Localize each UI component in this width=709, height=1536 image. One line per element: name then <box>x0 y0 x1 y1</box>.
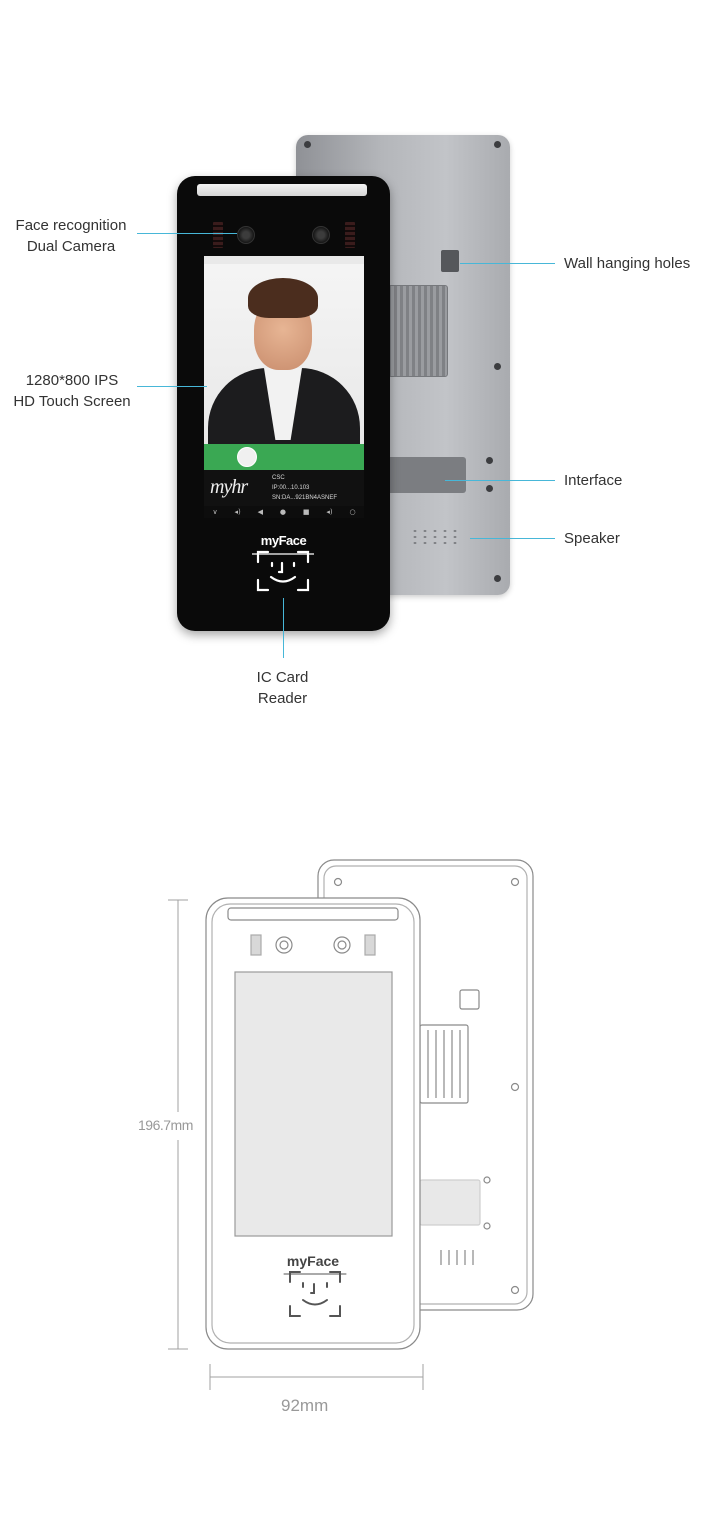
drawing-screen <box>234 971 393 1237</box>
callout-wall-holes-label: Wall hanging holes <box>564 255 691 272</box>
callout-camera-label: Face recognition Dual Camera <box>7 215 135 257</box>
callout-camera-leader <box>137 233 237 234</box>
device-brand-logo: myFace <box>260 533 307 548</box>
callout-screen-line2: HD Touch Screen <box>13 393 131 410</box>
nav-collapse-icon[interactable]: ∨ <box>212 508 218 516</box>
person-hair <box>248 278 318 318</box>
callout-screen-label: 1280*800 IPS HD Touch Screen <box>7 370 137 412</box>
recognition-result-bar <box>204 444 364 470</box>
drawing-screw <box>483 1176 491 1184</box>
recognized-user-avatar <box>237 447 257 467</box>
device-top-light-bar <box>197 184 367 196</box>
screen-nav-bar: ∨ ◂) ◀ ● ■ ◂) ○ <box>204 506 364 518</box>
speaker-grill <box>410 528 460 546</box>
device-front: myhr CSC IP:00...10.103 SN:DA...921BN4AS… <box>177 176 390 631</box>
info-sn: SN:DA...921BN4ASNEF <box>272 495 338 501</box>
home-icon[interactable]: ● <box>279 508 286 516</box>
power-icon[interactable]: ○ <box>349 508 356 516</box>
screen-status-bar <box>204 256 364 264</box>
drawing-screw <box>510 1082 520 1092</box>
screw-bottom-right <box>494 575 501 582</box>
screw-interface-top <box>486 457 493 464</box>
back-icon[interactable]: ◀ <box>257 508 263 516</box>
drawing-screw <box>510 1285 520 1295</box>
screw-top-left <box>304 141 311 148</box>
callout-ic-card-line1: IC Card <box>256 669 309 686</box>
product-photo-section: myhr CSC IP:00...10.103 SN:DA...921BN4AS… <box>0 0 709 760</box>
callout-ic-card-label: IC Card Reader <box>230 667 335 709</box>
callout-camera-line2: Dual Camera <box>26 238 116 255</box>
wall-hanging-hole <box>441 250 459 272</box>
drawing-screw <box>333 877 343 887</box>
callout-ic-card-line2: Reader <box>257 690 308 707</box>
callout-screen-line1: 1280*800 IPS <box>25 372 119 389</box>
recent-apps-icon[interactable]: ■ <box>302 508 310 516</box>
drawing-screw <box>510 877 520 887</box>
volume-down-icon[interactable]: ◂) <box>234 508 241 516</box>
callout-speaker-label: Speaker <box>564 530 620 547</box>
drawing-wall-hanging-hole <box>459 989 480 1010</box>
drawing-front-device-inner <box>211 903 415 1344</box>
drawing-top-light-bar <box>227 907 399 921</box>
callout-speaker-leader <box>470 538 555 539</box>
back-vent-grill <box>384 285 448 377</box>
drawing-height-dimension-line <box>168 899 188 1350</box>
drawing-camera <box>333 936 351 954</box>
callout-screen-leader <box>137 386 207 387</box>
dimension-drawing-section: myFace 196.7mm 92mm <box>0 760 709 1536</box>
screw-mid-right <box>494 363 501 370</box>
drawing-interface-slot <box>419 1179 481 1226</box>
callout-wall-holes-leader <box>460 263 555 264</box>
callout-camera-line1: Face recognition <box>15 217 127 234</box>
callout-interface-label: Interface <box>564 472 623 489</box>
drawing-speaker-grill <box>440 1250 474 1265</box>
info-ip: IP:00...10.103 <box>272 485 310 491</box>
width-dimension-label: 92mm <box>281 1396 329 1415</box>
camera-icon <box>237 226 255 244</box>
screw-top-right <box>494 141 501 148</box>
interface-slot <box>386 457 466 493</box>
height-dimension-label: 196.7mm <box>138 1117 193 1133</box>
drawing-width-dimension-line <box>209 1364 424 1390</box>
screw-interface-bottom <box>486 485 493 492</box>
touch-screen: myhr CSC IP:00...10.103 SN:DA...921BN4AS… <box>204 256 364 518</box>
drawing-ir-led <box>250 934 262 956</box>
ir-led-right <box>345 222 355 248</box>
callout-interface-leader <box>445 480 555 481</box>
camera-icon <box>312 226 330 244</box>
dimension-line-drawing: myFace <box>168 859 534 1390</box>
drawing-ir-led <box>364 934 376 956</box>
ir-led-left <box>213 222 223 248</box>
drawing-screw <box>483 1222 491 1230</box>
screen-brand-logo: myhr <box>210 476 248 498</box>
device-info-panel: myhr CSC IP:00...10.103 SN:DA...921BN4AS… <box>204 470 364 506</box>
volume-up-icon[interactable]: ◂) <box>326 508 333 516</box>
info-org: CSC <box>272 475 285 481</box>
drawing-brand-logo: myFace <box>287 1253 339 1269</box>
callout-ic-card-leader <box>283 598 284 658</box>
drawing-face-scan-icon <box>283 1271 347 1317</box>
drawing-camera <box>275 936 293 954</box>
face-scan-icon <box>252 550 314 592</box>
